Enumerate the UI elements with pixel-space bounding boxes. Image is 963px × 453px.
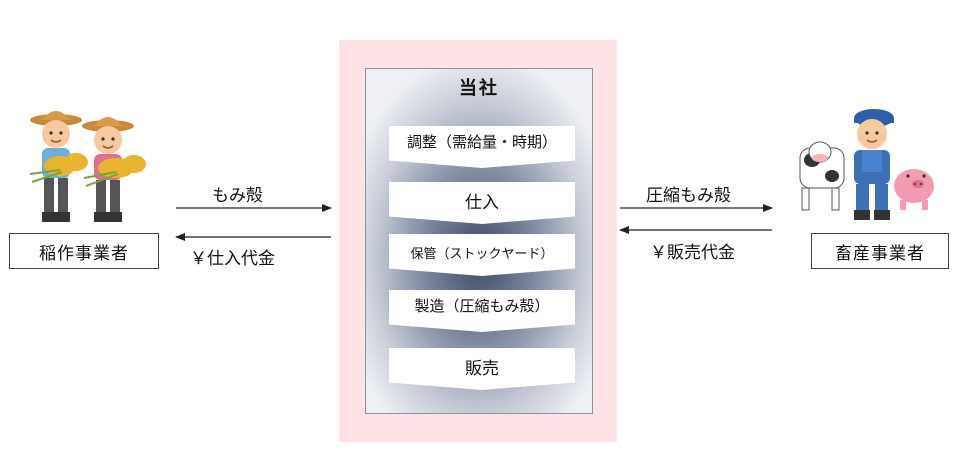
step-manufacturing: 製造（圧縮もみ殻）	[389, 290, 575, 332]
step-sales: 販売	[389, 348, 575, 390]
livestock-farmer-illustration	[799, 109, 934, 220]
label-sales-payment: ￥販売代金	[650, 243, 735, 263]
company-title: 当社	[459, 78, 499, 99]
label-compressed-husk-flow: 圧縮もみ殻	[646, 186, 731, 206]
rice-farmers-illustration	[29, 111, 146, 222]
label-husk-flow: もみ殻	[212, 186, 263, 206]
label-purchase-payment: ￥仕入代金	[190, 249, 275, 269]
livestock-farmer-box: 畜産事業者	[811, 233, 949, 269]
rice-farmer-box: 稲作事業者	[9, 233, 159, 269]
step-purchase: 仕入	[389, 182, 575, 224]
step-adjustment: 調整（需給量・時期）	[389, 126, 575, 168]
step-storage: 保管（ストックヤード）	[389, 234, 575, 276]
